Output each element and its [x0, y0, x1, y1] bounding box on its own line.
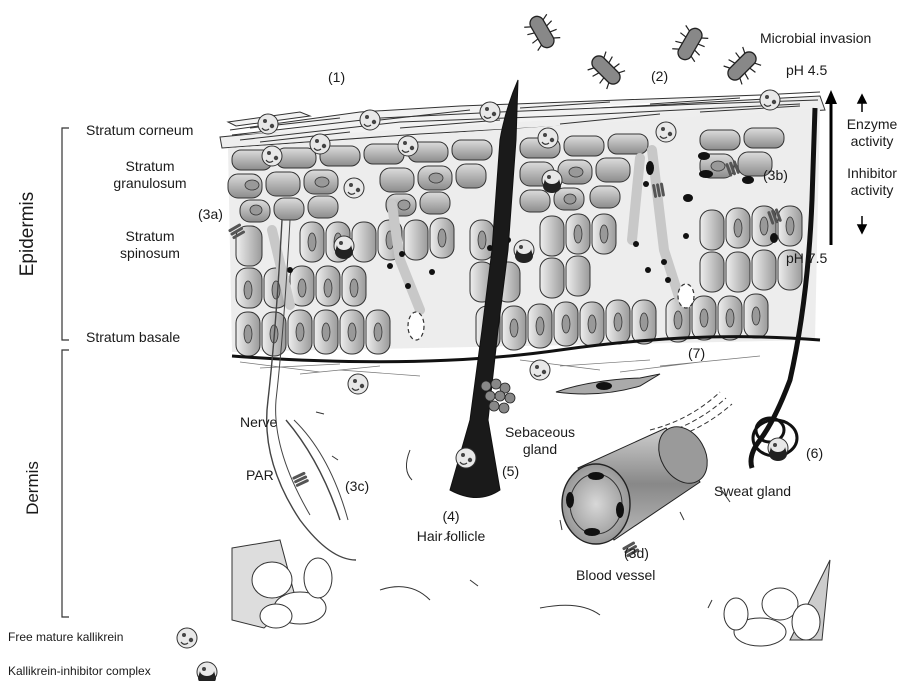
microbial-label: Microbial invasion: [760, 30, 871, 47]
legend-complex: Kallikrein-inhibitor complex: [8, 664, 151, 678]
layer-spinosum: Stratum spinosum: [100, 228, 200, 262]
layer-granulosum-line2: granulosum: [100, 175, 200, 192]
marker-3d: (3d): [624, 545, 649, 562]
marker-3b: (3b): [763, 167, 788, 184]
marker-2: (2): [651, 68, 668, 85]
lamellar-vesicle: [408, 312, 424, 340]
adipose-left: [232, 540, 332, 628]
sebaceous-label: Sebaceous gland: [498, 424, 582, 458]
marker-3a: (3a): [198, 206, 223, 223]
enzyme-line1: Enzyme: [836, 116, 908, 133]
epidermis-label: Epidermis: [17, 192, 39, 276]
marker-5: (5): [502, 463, 519, 480]
inhibitor-line1: Inhibitor: [836, 165, 908, 182]
enzyme-activity-label: Enzyme activity: [836, 116, 908, 150]
layer-spinosum-line1: Stratum: [100, 228, 200, 245]
marker-4: (4): [406, 508, 496, 525]
layer-granulosum: Stratum granulosum: [100, 158, 200, 192]
inhibitor-activity-label: Inhibitor activity: [836, 165, 908, 199]
hair-follicle-text: Hair follicle: [406, 528, 496, 545]
legend-complex-icon: [197, 662, 217, 681]
par-label: PAR: [246, 467, 274, 484]
blood-vessel-label: Blood vessel: [576, 567, 655, 584]
layer-granulosum-line1: Stratum: [100, 158, 200, 175]
enzyme-line2: activity: [836, 133, 908, 150]
hair-follicle-label: (4) Hair follicle: [406, 508, 496, 545]
dermal-fibers: [240, 356, 760, 376]
blood-vessel: [562, 418, 717, 544]
layer-spinosum-line2: spinosum: [100, 245, 200, 262]
nerve-label: Nerve: [240, 414, 277, 431]
legend-free-icon: [177, 628, 197, 648]
ph-top-label: pH 4.5: [786, 62, 827, 79]
dermis-bracket: [62, 350, 69, 617]
marker-6: (6): [806, 445, 823, 462]
ph-bottom-label: pH 7.5: [786, 250, 827, 267]
inhibitor-line2: activity: [836, 182, 908, 199]
dermis-label: Dermis: [23, 461, 43, 515]
adipose-right: [724, 560, 830, 646]
microbes: [521, 10, 764, 92]
marker-3c: (3c): [345, 478, 369, 495]
sebaceous-line1: Sebaceous: [498, 424, 582, 441]
marker-1: (1): [328, 69, 345, 86]
sweat-gland-label: Sweat gland: [714, 483, 791, 500]
lamellar-vesicle: [678, 284, 694, 308]
epidermis-bracket: [62, 128, 69, 340]
sebaceous-line2: gland: [498, 441, 582, 458]
marker-7: (7): [688, 345, 705, 362]
layer-basale: Stratum basale: [86, 329, 180, 346]
layer-corneum: Stratum corneum: [86, 122, 193, 139]
legend-free: Free mature kallikrein: [8, 630, 123, 644]
